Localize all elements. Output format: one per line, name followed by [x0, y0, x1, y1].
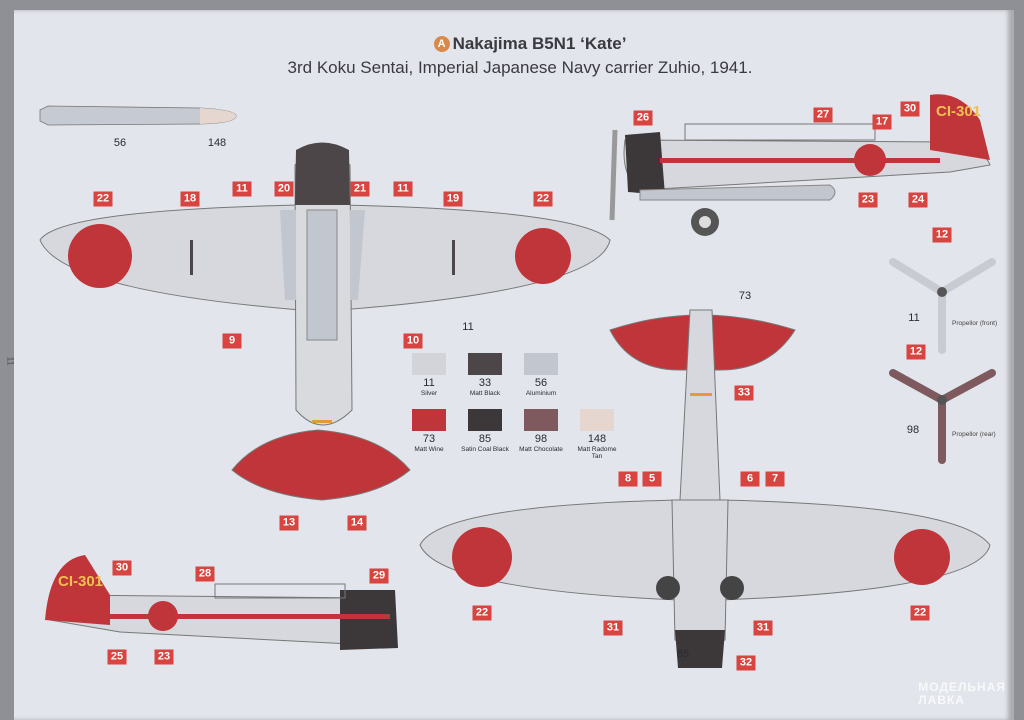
paint-swatch-satin-coal-black [468, 409, 502, 431]
watermark-line: ЛАВКА [918, 693, 966, 707]
callout: 20 [274, 181, 294, 197]
callout: 22 [910, 605, 930, 621]
callout: 31 [753, 620, 773, 636]
propeller-front-drawing [889, 258, 996, 354]
callout: 21 [350, 181, 370, 197]
callout: 29 [369, 568, 389, 584]
title-text: Nakajima B5N1 ‘Kate’ [452, 34, 627, 53]
callout: 11 [232, 181, 252, 197]
callout: 18 [180, 191, 200, 207]
callout: 25 [107, 649, 127, 665]
fuselage-code-right: CI-301 [936, 103, 982, 120]
paint-code: 56 [534, 377, 548, 389]
propeller-front-color: 11 [908, 312, 920, 324]
callout: 7 [765, 471, 785, 487]
callout: 8 [618, 471, 638, 487]
page-subtitle: 3rd Koku Sentai, Imperial Japanese Navy … [287, 58, 753, 77]
paint-name: Matt Wine [414, 446, 444, 453]
side-view-left-drawing [45, 555, 398, 650]
paint-swatch-silver [412, 353, 446, 375]
paint-code: 33 [478, 377, 492, 389]
fuselage-code-left: CI-301 [58, 573, 104, 590]
propeller-rear-label: Propellor (rear) [952, 431, 996, 438]
cowling-color-label: 85 [676, 648, 690, 660]
scheme-marker: A [433, 36, 450, 52]
side-view-right-drawing [609, 94, 991, 236]
callout: 28 [195, 566, 215, 582]
callout: 10 [403, 333, 423, 349]
callout: 12 [906, 344, 926, 360]
paint-swatch-matt-wine [412, 409, 446, 431]
callout: 13 [279, 515, 299, 531]
callout: 24 [908, 192, 928, 208]
torpedo-nose-color-label: 148 [207, 137, 227, 149]
paint-swatch-matt-chocolate [524, 409, 558, 431]
paint-swatch-matt-black [468, 353, 502, 375]
callout: 30 [112, 560, 132, 576]
callout: 9 [222, 333, 242, 349]
top-view-drawing [39, 142, 611, 501]
paint-name: Matt Radome Tan [577, 446, 617, 460]
callout: 26 [633, 110, 653, 126]
callout: 22 [533, 191, 553, 207]
callout: 32 [736, 655, 756, 671]
paint-code: 73 [422, 433, 436, 445]
callout: 22 [93, 191, 113, 207]
bottom-view-color-label: 73 [738, 290, 752, 302]
torpedo-drawing [39, 105, 237, 126]
callout: 23 [858, 192, 878, 208]
paint-name: Satin Coal Black [461, 446, 509, 453]
paint-name: Silver [420, 390, 438, 397]
callout: 33 [734, 385, 754, 401]
callout: 23 [154, 649, 174, 665]
callout: 19 [443, 191, 463, 207]
callout: 5 [642, 471, 662, 487]
paint-name: Matt Chocolate [519, 446, 563, 453]
propeller-rear-drawing [889, 369, 996, 464]
callout: 12 [932, 227, 952, 243]
paint-code: 85 [478, 433, 492, 445]
callout: 30 [900, 101, 920, 117]
paint-code: 11 [423, 377, 435, 389]
paint-code: 98 [534, 433, 548, 445]
callout: 22 [472, 605, 492, 621]
watermark-line: МОДЕЛЬНАЯ [918, 680, 1006, 694]
page-number: 11 [5, 356, 16, 366]
paint-swatch-matt-radome-tan [580, 409, 614, 431]
paint-name: Aluminium [525, 390, 557, 397]
bottom-view-drawing [419, 309, 991, 668]
propeller-rear-color: 98 [906, 424, 920, 436]
callout: 31 [603, 620, 623, 636]
callout: 14 [347, 515, 367, 531]
paint-name: Matt Black [469, 390, 501, 397]
callout: 27 [813, 107, 833, 123]
callout: 17 [872, 114, 892, 130]
top-view-color-label: 11 [462, 321, 474, 333]
torpedo-color-label: 56 [113, 137, 127, 149]
propeller-front-label: Propellor (front) [952, 320, 998, 327]
callout: 11 [393, 181, 413, 197]
callout: 6 [740, 471, 760, 487]
paint-code: 148 [587, 433, 607, 445]
paint-swatch-aluminium [524, 353, 558, 375]
